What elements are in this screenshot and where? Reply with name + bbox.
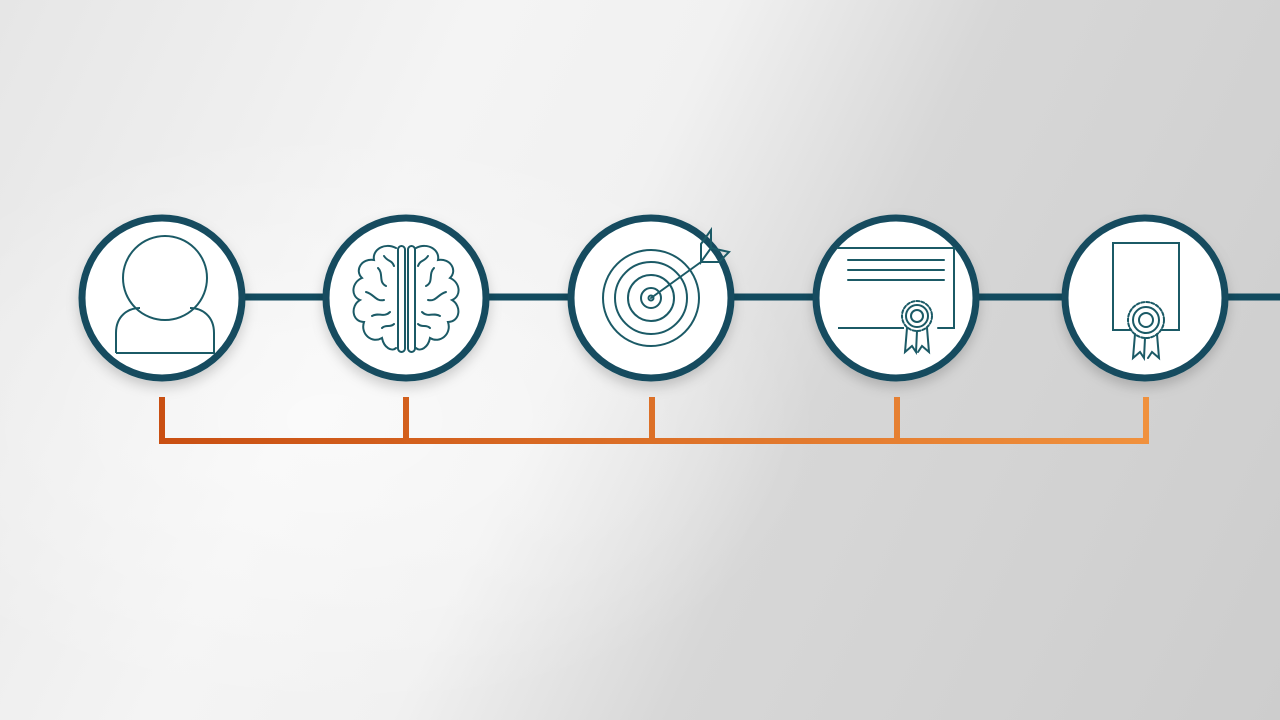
stage-brain [322,214,490,382]
brain-icon [352,244,460,353]
stage-certificate [812,214,980,382]
stage-diploma [1061,214,1229,382]
stage-target [567,214,735,382]
diploma-icon [1112,242,1180,362]
target-icon [602,226,731,347]
certificate-icon [837,247,955,356]
person-icon [115,235,215,354]
stage-person [78,214,246,382]
bracket [159,397,1149,444]
